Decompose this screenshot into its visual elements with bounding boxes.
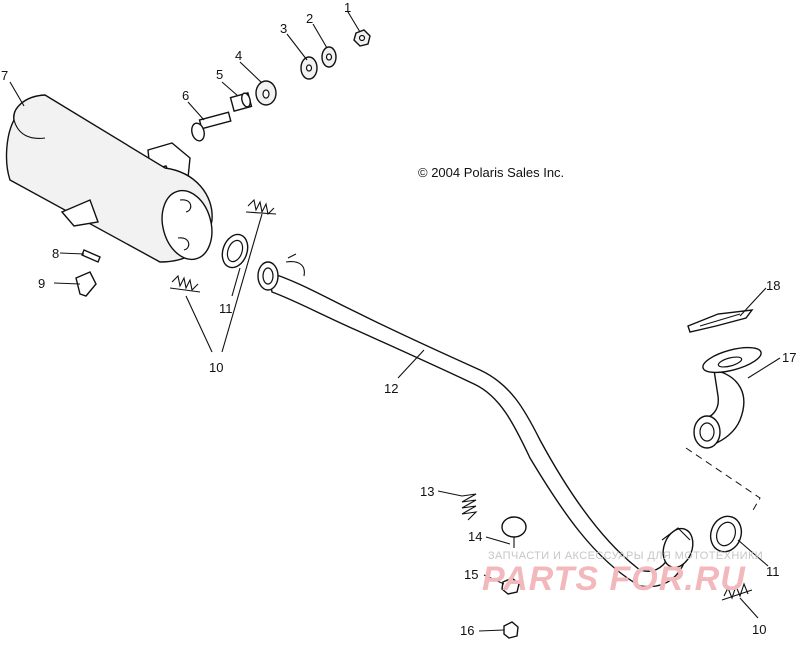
copyright-text: © 2004 Polaris Sales Inc. <box>418 165 565 180</box>
callout-13: 13 <box>420 484 434 499</box>
callout-2: 2 <box>306 11 313 26</box>
spring-10-lower <box>169 274 201 293</box>
callout-17: 17 <box>782 350 796 365</box>
watermark-logo: PARTS FOR.RU <box>482 560 746 598</box>
pin-8 <box>81 249 101 263</box>
rivet-9 <box>75 271 97 297</box>
callouts: 1 2 3 4 5 6 7 8 9 10 11 12 13 14 15 16 1… <box>1 0 796 638</box>
callout-6: 6 <box>182 88 189 103</box>
callout-1: 1 <box>344 0 351 15</box>
watermark-caption: ЗАПЧАСТИ И АКСЕССУАРЫ ДЛЯ МОТОТЕХНИКИ <box>488 550 764 562</box>
spring-10-right <box>721 582 753 601</box>
callout-9: 9 <box>38 276 45 291</box>
washer-3 <box>300 56 318 80</box>
callout-4: 4 <box>235 48 242 63</box>
spring-10-upper <box>245 198 277 216</box>
callout-5: 5 <box>216 67 223 82</box>
gasket-11-upper <box>221 233 249 269</box>
callout-10-upper: 10 <box>209 360 223 375</box>
bumper-14 <box>501 516 527 548</box>
leader-lines <box>9 11 781 632</box>
grommet-4 <box>255 80 277 106</box>
bushing-5 <box>229 92 253 112</box>
gasket-11-lower <box>709 515 743 553</box>
washer-2 <box>321 46 337 68</box>
callout-15: 15 <box>464 567 478 582</box>
callout-14: 14 <box>468 529 482 544</box>
callout-18: 18 <box>766 278 780 293</box>
callout-11-lower: 11 <box>766 564 780 579</box>
nut-16 <box>503 621 519 639</box>
callout-7: 7 <box>1 68 8 83</box>
head-pipe-17 <box>693 346 762 449</box>
dashed-connector <box>685 447 761 513</box>
muffler <box>5 94 232 263</box>
nut-1 <box>353 29 371 47</box>
callout-10-lower: 10 <box>752 622 766 637</box>
callout-3: 3 <box>280 21 287 36</box>
callout-12: 12 <box>384 381 398 396</box>
callout-16: 16 <box>460 623 474 638</box>
spring-13 <box>461 493 478 521</box>
callout-11-upper: 11 <box>219 301 233 316</box>
gasket-18 <box>687 309 754 333</box>
exhaust-pipe <box>257 253 694 588</box>
callout-8: 8 <box>52 246 59 261</box>
nut-15 <box>501 577 520 595</box>
